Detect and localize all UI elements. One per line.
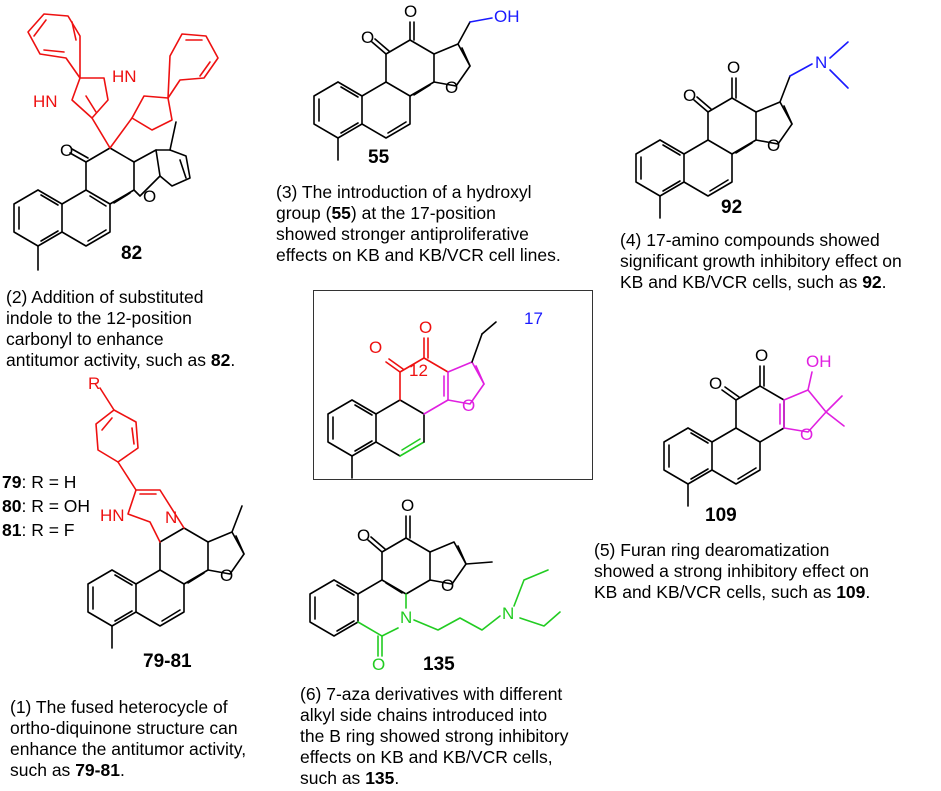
compound-79-81-label: 79-81 <box>143 651 192 672</box>
caption-3: (3) The introduction of a hydroxyl group… <box>276 182 561 265</box>
compound-82-nh-left: HN <box>33 92 58 111</box>
core-position-17: 17 <box>524 309 543 328</box>
core-o2: O <box>419 318 433 337</box>
core-furan-o: O <box>462 396 476 415</box>
compound-109-furan-o: O <box>800 425 814 444</box>
caption-5: (5) Furan ring dearomatization showed a … <box>594 540 871 602</box>
compound-55-label: 55 <box>368 147 390 168</box>
compound-82-ketone-o: O <box>60 141 74 160</box>
core-structure-box <box>313 290 593 480</box>
compound-92-n: N <box>815 53 828 72</box>
core-o1: O <box>369 338 383 357</box>
compound-82-label: 82 <box>121 243 143 264</box>
compound-55-furan-o: O <box>445 78 459 97</box>
compound-82-nh-right: HN <box>112 67 137 86</box>
compound-135-label: 135 <box>423 654 455 675</box>
core-quinone-ring <box>385 337 449 401</box>
caption-2: (2) Addition of substituted indole to th… <box>6 287 236 370</box>
compound-82-structure <box>13 121 191 271</box>
caption-4: (4) 17-amino compounds showed significan… <box>620 230 902 292</box>
core-furan-ring <box>423 361 485 415</box>
compound-135-o2: O <box>401 496 415 515</box>
compound-135-o1: O <box>357 526 371 545</box>
compound-82-indole-groups <box>27 13 219 149</box>
compound-109-oh: OH <box>806 352 832 371</box>
r-group-81: 81: R = F <box>2 520 75 540</box>
compound-92-dimethylaminomethyl <box>789 41 849 89</box>
caption-6: (6) 7-aza derivatives with different alk… <box>300 684 569 788</box>
compound-135-n-amine: N <box>502 604 515 623</box>
compound-55-structure <box>313 21 471 161</box>
core-c6-c7-double-bond <box>399 438 425 457</box>
compound-79-81-n: N <box>165 508 178 527</box>
r-group-80: 80: R = OH <box>2 496 91 516</box>
compound-55-hydroxymethyl <box>469 17 493 23</box>
compound-92-o1: O <box>683 86 697 105</box>
compound-55-oh: OH <box>494 7 520 26</box>
compound-135-furan-o: O <box>441 576 455 595</box>
compound-135-n-ring: N <box>400 608 413 627</box>
compound-79-81-structure <box>87 505 245 649</box>
compound-92-label: 92 <box>721 197 743 218</box>
compound-55-o2: O <box>404 2 418 21</box>
compound-135-amide-o: O <box>372 655 386 674</box>
r-group-list: 79: R = H 80: R = OH 81: R = F <box>2 470 90 542</box>
compound-135-aza-ring <box>357 569 561 657</box>
compound-109-o1: O <box>709 374 723 393</box>
compound-109-dihydrofuran <box>779 371 845 433</box>
compound-79-81-hn: HN <box>100 506 125 525</box>
compound-135-structure <box>309 515 493 637</box>
compound-109-label: 109 <box>705 505 737 526</box>
compound-55-o1: O <box>361 28 375 47</box>
r-group-79: 79: R = H <box>2 472 77 492</box>
compound-92-furan-o: O <box>767 136 781 155</box>
compound-109-o2: O <box>755 346 769 365</box>
compound-109-structure <box>663 365 785 507</box>
compound-79-81-r-group: R <box>88 374 101 393</box>
compound-82-furan-o: O <box>143 187 157 206</box>
compound-79-81-imidazoline <box>95 387 185 543</box>
compound-92-o2: O <box>727 58 741 77</box>
core-position-12: 12 <box>409 361 428 380</box>
caption-1: (1) The fused heterocycle of ortho-diqui… <box>10 697 247 780</box>
compound-79-81-furan-o: O <box>220 566 234 585</box>
core-methyl <box>471 321 497 363</box>
compound-92-structure <box>635 75 793 219</box>
